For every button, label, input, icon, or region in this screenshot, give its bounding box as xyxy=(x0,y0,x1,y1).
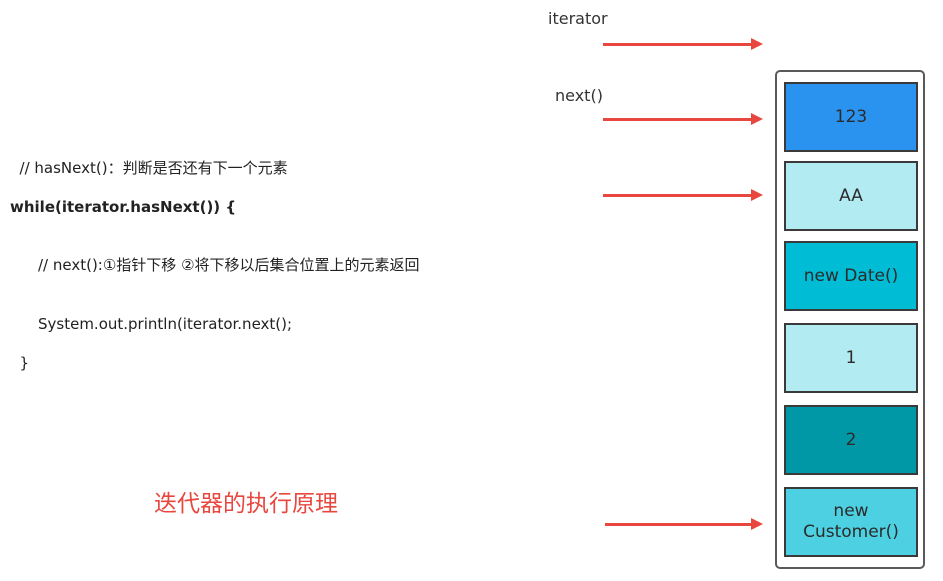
diagram-title: 迭代器的执行原理 xyxy=(154,491,338,517)
code-print-line: System.out.println(iterator.next(); xyxy=(38,314,293,333)
collection-item: new Date() xyxy=(784,241,918,311)
collection-item: new Customer() xyxy=(784,487,918,557)
iterator-pointer-arrow xyxy=(603,38,763,50)
second-element-arrow xyxy=(603,189,763,201)
iterator-label: iterator xyxy=(548,9,608,28)
next-label: next() xyxy=(555,86,603,105)
collection-item: 123 xyxy=(784,82,918,152)
last-element-arrow xyxy=(605,518,763,530)
code-while-line: while(iterator.hasNext()) { xyxy=(10,197,237,216)
next-pointer-arrow xyxy=(603,113,763,125)
collection-item: 1 xyxy=(784,323,918,393)
code-comment-hasnext: // hasNext()：判断是否还有下一个元素 xyxy=(19,158,288,177)
code-snippet: // hasNext()：判断是否还有下一个元素 while(iterator.… xyxy=(10,139,420,373)
code-comment-next: // next():①指针下移 ②将下移以后集合位置上的元素返回 xyxy=(38,256,420,274)
collection-item: AA xyxy=(784,161,918,231)
code-closing-brace: } xyxy=(19,353,30,372)
collection-item: 2 xyxy=(784,405,918,475)
collection-container: 123 AA new Date() 1 2 new Customer() xyxy=(775,70,925,569)
